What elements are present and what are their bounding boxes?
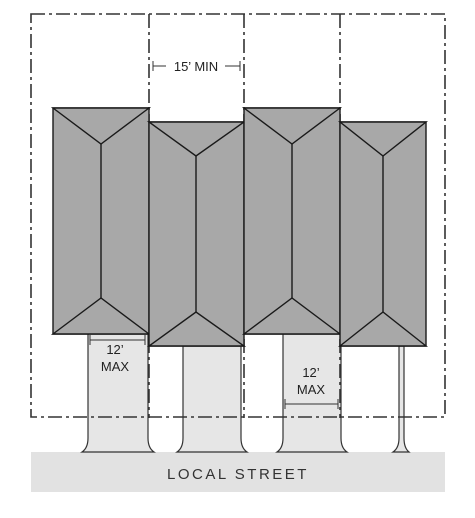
driveway-1 <box>80 332 156 453</box>
house-3 <box>241 107 343 335</box>
driveway-3 <box>275 332 349 453</box>
dimension-driveway-1 <box>89 335 146 345</box>
label-driveway-2-max: MAX <box>297 382 326 397</box>
label-driveway-1-width: 12’ <box>106 342 123 357</box>
house-2 <box>146 121 247 347</box>
driveways <box>80 332 411 453</box>
lot-boundary <box>30 13 446 418</box>
driveway-2 <box>175 345 249 453</box>
dimension-lot-spacing <box>152 61 241 71</box>
label-lot-spacing: 15’ MIN <box>174 59 218 74</box>
driveway-4 <box>391 345 411 453</box>
label-driveway-2-width: 12’ <box>302 365 319 380</box>
house-1 <box>50 107 152 335</box>
label-driveway-1-max: MAX <box>101 359 130 374</box>
houses <box>50 107 429 347</box>
dimension-driveway-2 <box>284 399 339 409</box>
street-label: LOCAL STREET <box>167 466 309 483</box>
local-street <box>31 452 445 492</box>
house-4 <box>337 121 429 347</box>
